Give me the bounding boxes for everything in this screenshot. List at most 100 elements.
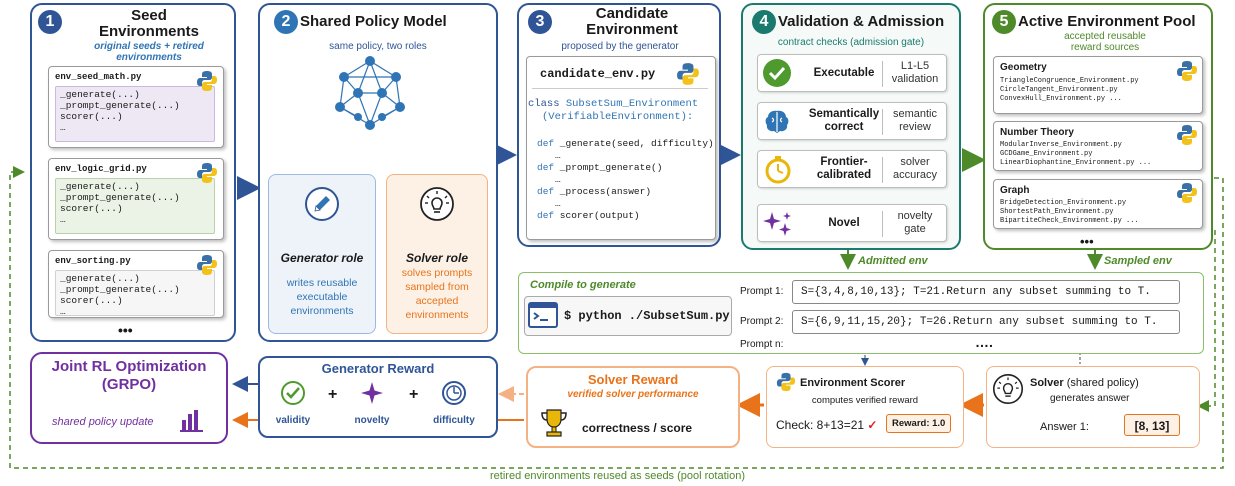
code-line: …: [60, 306, 66, 317]
loop-pool-rotation: [9, 166, 1224, 469]
detail-line: semantic: [892, 108, 938, 120]
solver-title-bold: Solver: [1030, 377, 1064, 389]
code-line: _generate(...): [60, 89, 140, 100]
generator-role-title: Generator role: [280, 251, 364, 265]
pool-item: ModularInverse_Environment.py: [1000, 141, 1122, 149]
seed-card-math[interactable]: env_seed_math.py _generate(...) _prompt_…: [48, 66, 224, 148]
step-5-badge: 5: [992, 10, 1016, 34]
desc-line: sampled from: [405, 281, 469, 293]
pool-more-ellipsis: •••: [1080, 234, 1094, 249]
candidate-title-line1: Candidate: [595, 5, 669, 22]
code-line: scorer(...): [60, 111, 123, 122]
def-signature: scorer(output): [554, 210, 640, 221]
code-line: _prompt_generate(...): [60, 192, 180, 203]
candidate-title: Candidate Environment: [552, 6, 712, 38]
desc-line: writes reusable: [286, 277, 358, 289]
candidate-divider: [532, 88, 708, 89]
label-line: calibrated: [816, 169, 872, 181]
code-line: _prompt_generate(...): [60, 100, 180, 111]
pool-group-name: Number Theory: [1000, 127, 1074, 138]
lightbulb-icon: [992, 373, 1024, 405]
plus-sign: +: [409, 386, 419, 403]
validation-label: Novel: [828, 217, 860, 229]
compile-title: Compile to generate: [530, 279, 636, 291]
joint-subtitle: shared policy update: [52, 416, 154, 428]
terminal-box[interactable]: [524, 296, 732, 336]
difficulty-label: difficulty: [433, 415, 475, 426]
prompt-label: Prompt n:: [740, 339, 784, 350]
solver-title-rest: (shared policy): [1063, 377, 1139, 389]
admitted-env-label: Admitted env: [858, 255, 928, 267]
def-signature: _prompt_generate(): [554, 162, 663, 173]
def-line: def _prompt_generate(): [537, 162, 714, 174]
desc-line: accepted: [415, 295, 459, 307]
row-separator: [882, 157, 883, 183]
seed-title: Seed Environments: [64, 8, 234, 40]
solver-role-desc: solves prompts sampled from accepted env…: [386, 266, 488, 322]
trophy-icon: [541, 409, 567, 437]
joint-title-line2: (GRPO): [101, 376, 157, 393]
code-line: scorer(...): [60, 203, 123, 214]
answer-box[interactable]: [8, 13]: [1124, 414, 1180, 436]
def-keyword: def: [537, 210, 555, 221]
pool-rotation-label: retired environments reused as seeds (po…: [490, 470, 745, 482]
terminal-icon: [528, 302, 558, 328]
detail-line: L1-L5: [900, 60, 930, 72]
pool-item: BridgeDetection_Environment.py: [1000, 199, 1127, 207]
detail-line: accuracy: [892, 169, 938, 181]
class-name: SubsetSum_Environment: [559, 98, 699, 110]
solver-title: Solver (shared policy): [1030, 377, 1139, 389]
code-line: _generate(...): [60, 181, 140, 192]
solver-subtitle: generates answer: [1050, 393, 1130, 404]
generator-role-desc: writes reusable executable environments: [268, 276, 376, 318]
seed-card-filename: env_seed_math.py: [55, 72, 142, 82]
scorer-title: Environment Scorer: [800, 377, 906, 389]
row-separator: [882, 109, 883, 135]
code-line: _generate(...): [60, 273, 140, 284]
brain-icon: [765, 110, 789, 133]
pool-item: BipartiteCheck_Environment.py ...: [1000, 217, 1139, 225]
seed-card-sorting[interactable]: env_sorting.py _generate(...) _prompt_ge…: [48, 250, 224, 318]
desc-line: environments: [405, 309, 469, 321]
pool-group-graph[interactable]: Graph BridgeDetection_Environment.py Sho…: [993, 179, 1203, 229]
candidate-code-card[interactable]: [526, 56, 716, 240]
seed-more-ellipsis: •••: [118, 322, 133, 338]
validation-label: Frontier-calibrated: [794, 156, 894, 182]
novelty-label: novelty: [354, 415, 390, 426]
validation-subtitle: contract checks (admission gate): [777, 37, 925, 48]
prompt-box[interactable]: S={3,4,8,10,13}; T=21.Return any subset …: [792, 280, 1180, 304]
stopwatch-icon: [765, 156, 791, 184]
seed-title-line1: Seed: [131, 7, 167, 24]
detail-line: novelty: [897, 210, 933, 222]
def-line: def _process(answer): [537, 186, 714, 198]
solver-reward-subtitle: verified solver performance: [567, 389, 699, 400]
pool-group-geometry[interactable]: Geometry TriangleCongruence_Environment.…: [993, 56, 1203, 114]
detail-line: solver: [900, 156, 930, 168]
detail-line: review: [899, 121, 931, 133]
pool-group-name: Graph: [1000, 185, 1030, 196]
bar-chart-icon: [180, 410, 203, 432]
seed-card-filename: env_logic_grid.py: [55, 164, 147, 174]
desc-line: executable: [296, 291, 348, 303]
pool-subtitle-line2: reward sources: [1070, 42, 1140, 53]
check-icon: [281, 381, 305, 405]
seed-card-filename: env_sorting.py: [55, 256, 131, 266]
pool-group-number-theory[interactable]: Number Theory ModularInverse_Environment…: [993, 121, 1203, 171]
code-line: scorer(...): [60, 295, 123, 306]
difficulty-gauge-icon: [442, 381, 466, 405]
def-signature: _process(answer): [554, 186, 652, 197]
seed-card-logic-grid[interactable]: env_logic_grid.py _generate(...) _prompt…: [48, 158, 224, 240]
row-separator: [882, 211, 883, 237]
validity-label: validity: [275, 415, 311, 426]
class-keyword: class: [528, 98, 560, 110]
sampled-env-label: Sampled env: [1104, 255, 1172, 267]
prompt-box[interactable]: S={6,9,11,15,20}; T=26.Return any subset…: [792, 310, 1180, 334]
python-icon: [197, 163, 217, 183]
